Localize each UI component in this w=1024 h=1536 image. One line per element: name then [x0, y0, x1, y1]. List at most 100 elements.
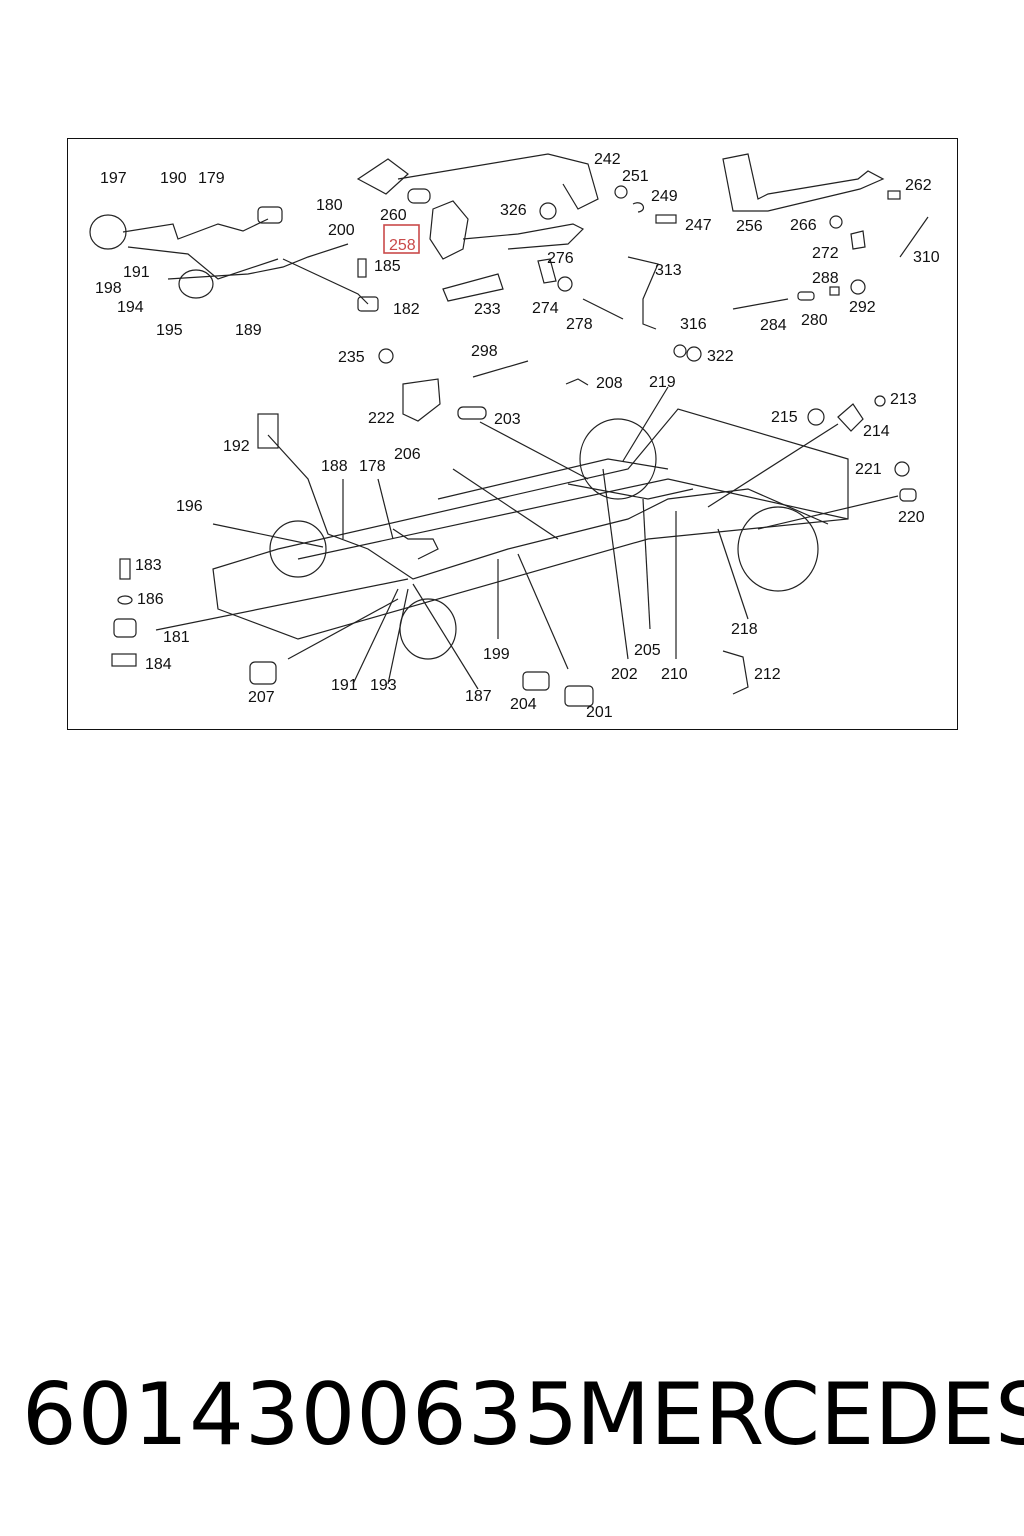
- callout-label: 178: [359, 458, 386, 475]
- callout-label: 202: [611, 666, 638, 683]
- callout-label: 256: [736, 218, 763, 235]
- bolt-185: [357, 258, 367, 278]
- regulator-178: [392, 528, 439, 560]
- lever-214: [837, 403, 864, 432]
- callout-label-highlighted: 258: [389, 237, 416, 254]
- leader-202: [602, 468, 629, 660]
- leader-205: [642, 498, 651, 630]
- bolt-235: [378, 348, 394, 364]
- pin-262: [887, 190, 901, 200]
- nut-184: [111, 653, 137, 667]
- callout-label: 204: [510, 696, 537, 713]
- callout-label: 207: [248, 689, 275, 706]
- callout-label: 189: [235, 322, 262, 339]
- nut-215: [807, 408, 825, 426]
- grommet-220: [899, 488, 917, 502]
- nut-292: [850, 279, 866, 295]
- bushing-260: [407, 188, 431, 204]
- brake-line-lower: [127, 246, 279, 280]
- highlight-box: [383, 224, 420, 254]
- callout-label: 181: [163, 629, 190, 646]
- clip-182: [357, 296, 379, 312]
- leader-196: [212, 523, 324, 548]
- nut-221: [894, 461, 910, 477]
- callout-label: 272: [812, 245, 839, 262]
- callout-label: 313: [655, 262, 682, 279]
- bolt-284: [732, 298, 789, 310]
- bracket-222: [402, 378, 441, 422]
- line-to-182: [282, 258, 369, 305]
- callout-label: 316: [680, 316, 707, 333]
- callout-label: 183: [135, 557, 162, 574]
- spring-298: [472, 360, 529, 378]
- fitting-181: [113, 618, 137, 638]
- callout-label: 196: [176, 498, 203, 515]
- leader-207: [287, 598, 399, 660]
- brake-line-main: [167, 243, 349, 280]
- callout-label: 262: [905, 177, 932, 194]
- leader-201: [517, 553, 569, 670]
- nut-316: [673, 344, 687, 358]
- callout-label: 260: [380, 207, 407, 224]
- callout-label: 222: [368, 410, 395, 427]
- callout-label: 206: [394, 446, 421, 463]
- callout-label: 213: [890, 391, 917, 408]
- nut-326: [539, 202, 557, 220]
- callout-label: 205: [634, 642, 661, 659]
- leader-214: [707, 423, 839, 508]
- leader-218: [717, 528, 749, 620]
- nut-322: [686, 346, 702, 362]
- callout-label: 212: [754, 666, 781, 683]
- link-310: [899, 216, 929, 258]
- callout-label: 276: [547, 250, 574, 267]
- callout-label: 185: [374, 258, 401, 275]
- callout-label: 249: [651, 188, 678, 205]
- callout-label: 194: [117, 299, 144, 316]
- rear-wheel-right: [737, 506, 819, 592]
- callout-label: 288: [812, 270, 839, 287]
- callout-label: 310: [913, 249, 940, 266]
- leader-181: [155, 578, 409, 631]
- callout-label: 235: [338, 349, 365, 366]
- leader-203: [479, 421, 589, 480]
- diagram-drawing: [89, 153, 929, 707]
- callout-label: 180: [316, 197, 343, 214]
- callout-label: 247: [685, 217, 712, 234]
- caption: 6014300635 MERCEDES: [0, 1365, 1024, 1475]
- part-number: 6014300635: [22, 1365, 580, 1465]
- callout-label: 191: [331, 677, 358, 694]
- brake-line-upper: [122, 218, 269, 240]
- cross-member: [437, 458, 669, 500]
- callout-label: 191: [123, 264, 150, 281]
- callout-label: 201: [586, 704, 613, 721]
- callout-label: 326: [500, 202, 527, 219]
- connector-201: [564, 685, 594, 707]
- callout-label: 184: [145, 656, 172, 673]
- leader-191b: [352, 588, 399, 685]
- spacer-276: [537, 258, 557, 284]
- callout-label: 182: [393, 301, 420, 318]
- callout-label: 203: [494, 411, 521, 428]
- callout-label: 219: [649, 374, 676, 391]
- leader-220: [757, 495, 899, 530]
- bushing-280: [797, 291, 815, 301]
- leader-219: [622, 386, 669, 462]
- callout-label: 190: [160, 170, 187, 187]
- rod-313: [627, 256, 659, 330]
- callout-label: 274: [532, 300, 559, 317]
- washer-186: [117, 595, 133, 605]
- spring-washer-249: [632, 202, 645, 213]
- callout-label: 197: [100, 170, 127, 187]
- washer-251: [614, 185, 628, 199]
- clamp-207: [249, 661, 277, 685]
- lever-arm: [462, 223, 585, 250]
- bracket-plate: [356, 158, 409, 195]
- callout-label: 200: [328, 222, 355, 239]
- chassis-rail: [297, 478, 849, 560]
- callout-label: 280: [801, 312, 828, 329]
- bracket-arm: [397, 153, 599, 210]
- callout-label: 218: [731, 621, 758, 638]
- callout-label: 208: [596, 375, 623, 392]
- callout-label: 220: [898, 509, 925, 526]
- booster-drum: [89, 214, 127, 250]
